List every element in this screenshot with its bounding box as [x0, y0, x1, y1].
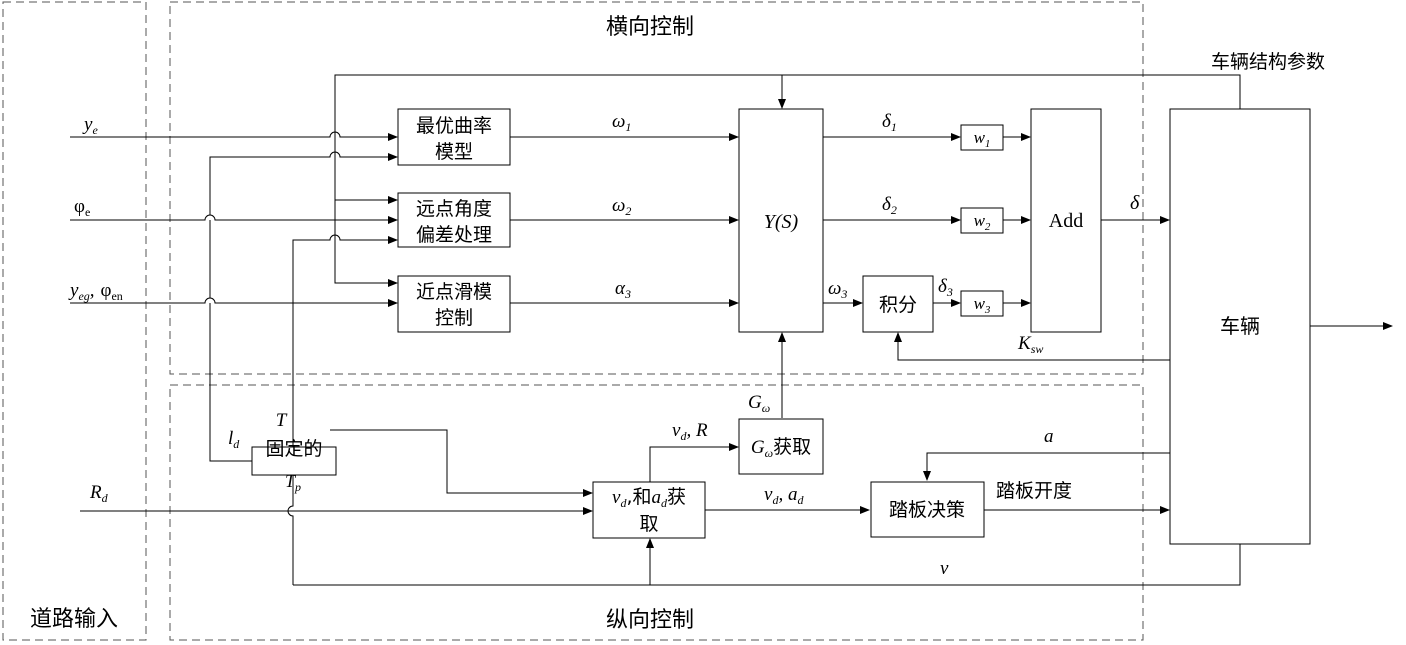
wire-ksw: [894, 332, 1170, 361]
omega2-label: ω2: [612, 195, 631, 218]
ys-block: [738, 108, 824, 333]
pedal-decision-block: [870, 481, 985, 538]
road-input-title: 道路输入: [30, 607, 118, 632]
input-yeg-label: yeg,φen: [68, 280, 123, 303]
pedal-decision-label: 踏板决策: [889, 499, 965, 521]
v-label: v: [940, 558, 949, 579]
vd-ad-label-2: 取: [639, 513, 658, 535]
w1-block: [960, 124, 1004, 151]
w1-label: w1: [974, 128, 991, 150]
optimal-curvature-block: [397, 108, 511, 166]
optimal-curvature-label-1: 最优曲率: [416, 115, 492, 137]
longitudinal-control-title: 纵向控制: [606, 608, 694, 633]
road-input-region: [2, 1, 147, 641]
wire-ld-to-opt: [209, 151, 398, 215]
wire-T: [330, 429, 593, 497]
near-sliding-mode-block: [397, 275, 511, 333]
w3-block: [960, 290, 1004, 317]
pedal-opening-label: 踏板开度: [996, 480, 1072, 502]
omega1-label: ω1: [612, 111, 631, 134]
integral-label: 积分: [879, 294, 917, 316]
input-ye-label: ye: [82, 114, 98, 137]
lateral-control-title: 横向控制: [606, 15, 694, 40]
far-angle-block: [397, 192, 511, 248]
g-omega-label: Gω获取: [751, 436, 811, 460]
wire-phie: [70, 214, 398, 224]
vehicle-params-label: 车辆结构参数: [1211, 51, 1325, 73]
far-angle-label-2: 偏差处理: [416, 224, 492, 246]
a-label: a: [1044, 426, 1054, 447]
integral-block: [862, 275, 934, 333]
wire-ld-left: [209, 303, 252, 462]
delta-label: δ: [1130, 192, 1140, 214]
omega3-label: ω3: [828, 278, 847, 301]
vd-R-label: vd, R: [672, 420, 708, 443]
vehicle-block: [1169, 108, 1311, 545]
wire-a: [923, 452, 1170, 481]
fixed-T-label: T: [276, 410, 288, 431]
g-omega-block: [738, 418, 824, 475]
delta1-label: δ1: [882, 111, 897, 134]
wire-tp: [287, 234, 398, 585]
w2-block: [960, 207, 1004, 234]
wire-v: [293, 544, 1241, 586]
vd-ad-signal-label: vd, ad: [764, 484, 804, 507]
wire-ye: [70, 131, 398, 141]
delta2-label: δ2: [882, 194, 897, 217]
delta3-label: δ3: [938, 276, 953, 299]
wire-vehicle-params: [334, 74, 1241, 287]
wire-yeg: [70, 297, 398, 307]
w3-label: w3: [974, 294, 991, 316]
wire-vdR: [649, 443, 739, 482]
input-rd-label: Rd: [89, 482, 109, 505]
optimal-curvature-label-2: 模型: [435, 141, 473, 163]
add-label: Add: [1049, 210, 1083, 232]
far-angle-label-1: 远点角度: [416, 198, 492, 220]
ksw-label: Ksw: [1017, 333, 1043, 356]
vd-ad-block: [592, 481, 706, 539]
fixed-Tp-label: Tp: [285, 471, 301, 494]
near-sliding-label-1: 近点滑模: [416, 281, 492, 303]
fixed-tp-block: [251, 446, 337, 476]
alpha3-label: α3: [615, 278, 631, 301]
longitudinal-control-region: [169, 384, 1144, 641]
lateral-control-region: [169, 1, 1144, 375]
vd-ad-label-1: vd,和ad获: [612, 486, 686, 510]
input-phie-label: φe: [74, 196, 90, 219]
vehicle-label: 车辆: [1220, 314, 1260, 338]
ys-label: Y(S): [764, 211, 799, 233]
w2-label: w2: [974, 211, 991, 233]
fixed-tp-label: 固定的: [265, 438, 322, 460]
near-sliding-label-2: 控制: [435, 307, 473, 329]
add-block: [1030, 108, 1102, 333]
ld-label: ld: [228, 428, 240, 451]
g-omega-signal-label: Gω: [748, 392, 770, 415]
